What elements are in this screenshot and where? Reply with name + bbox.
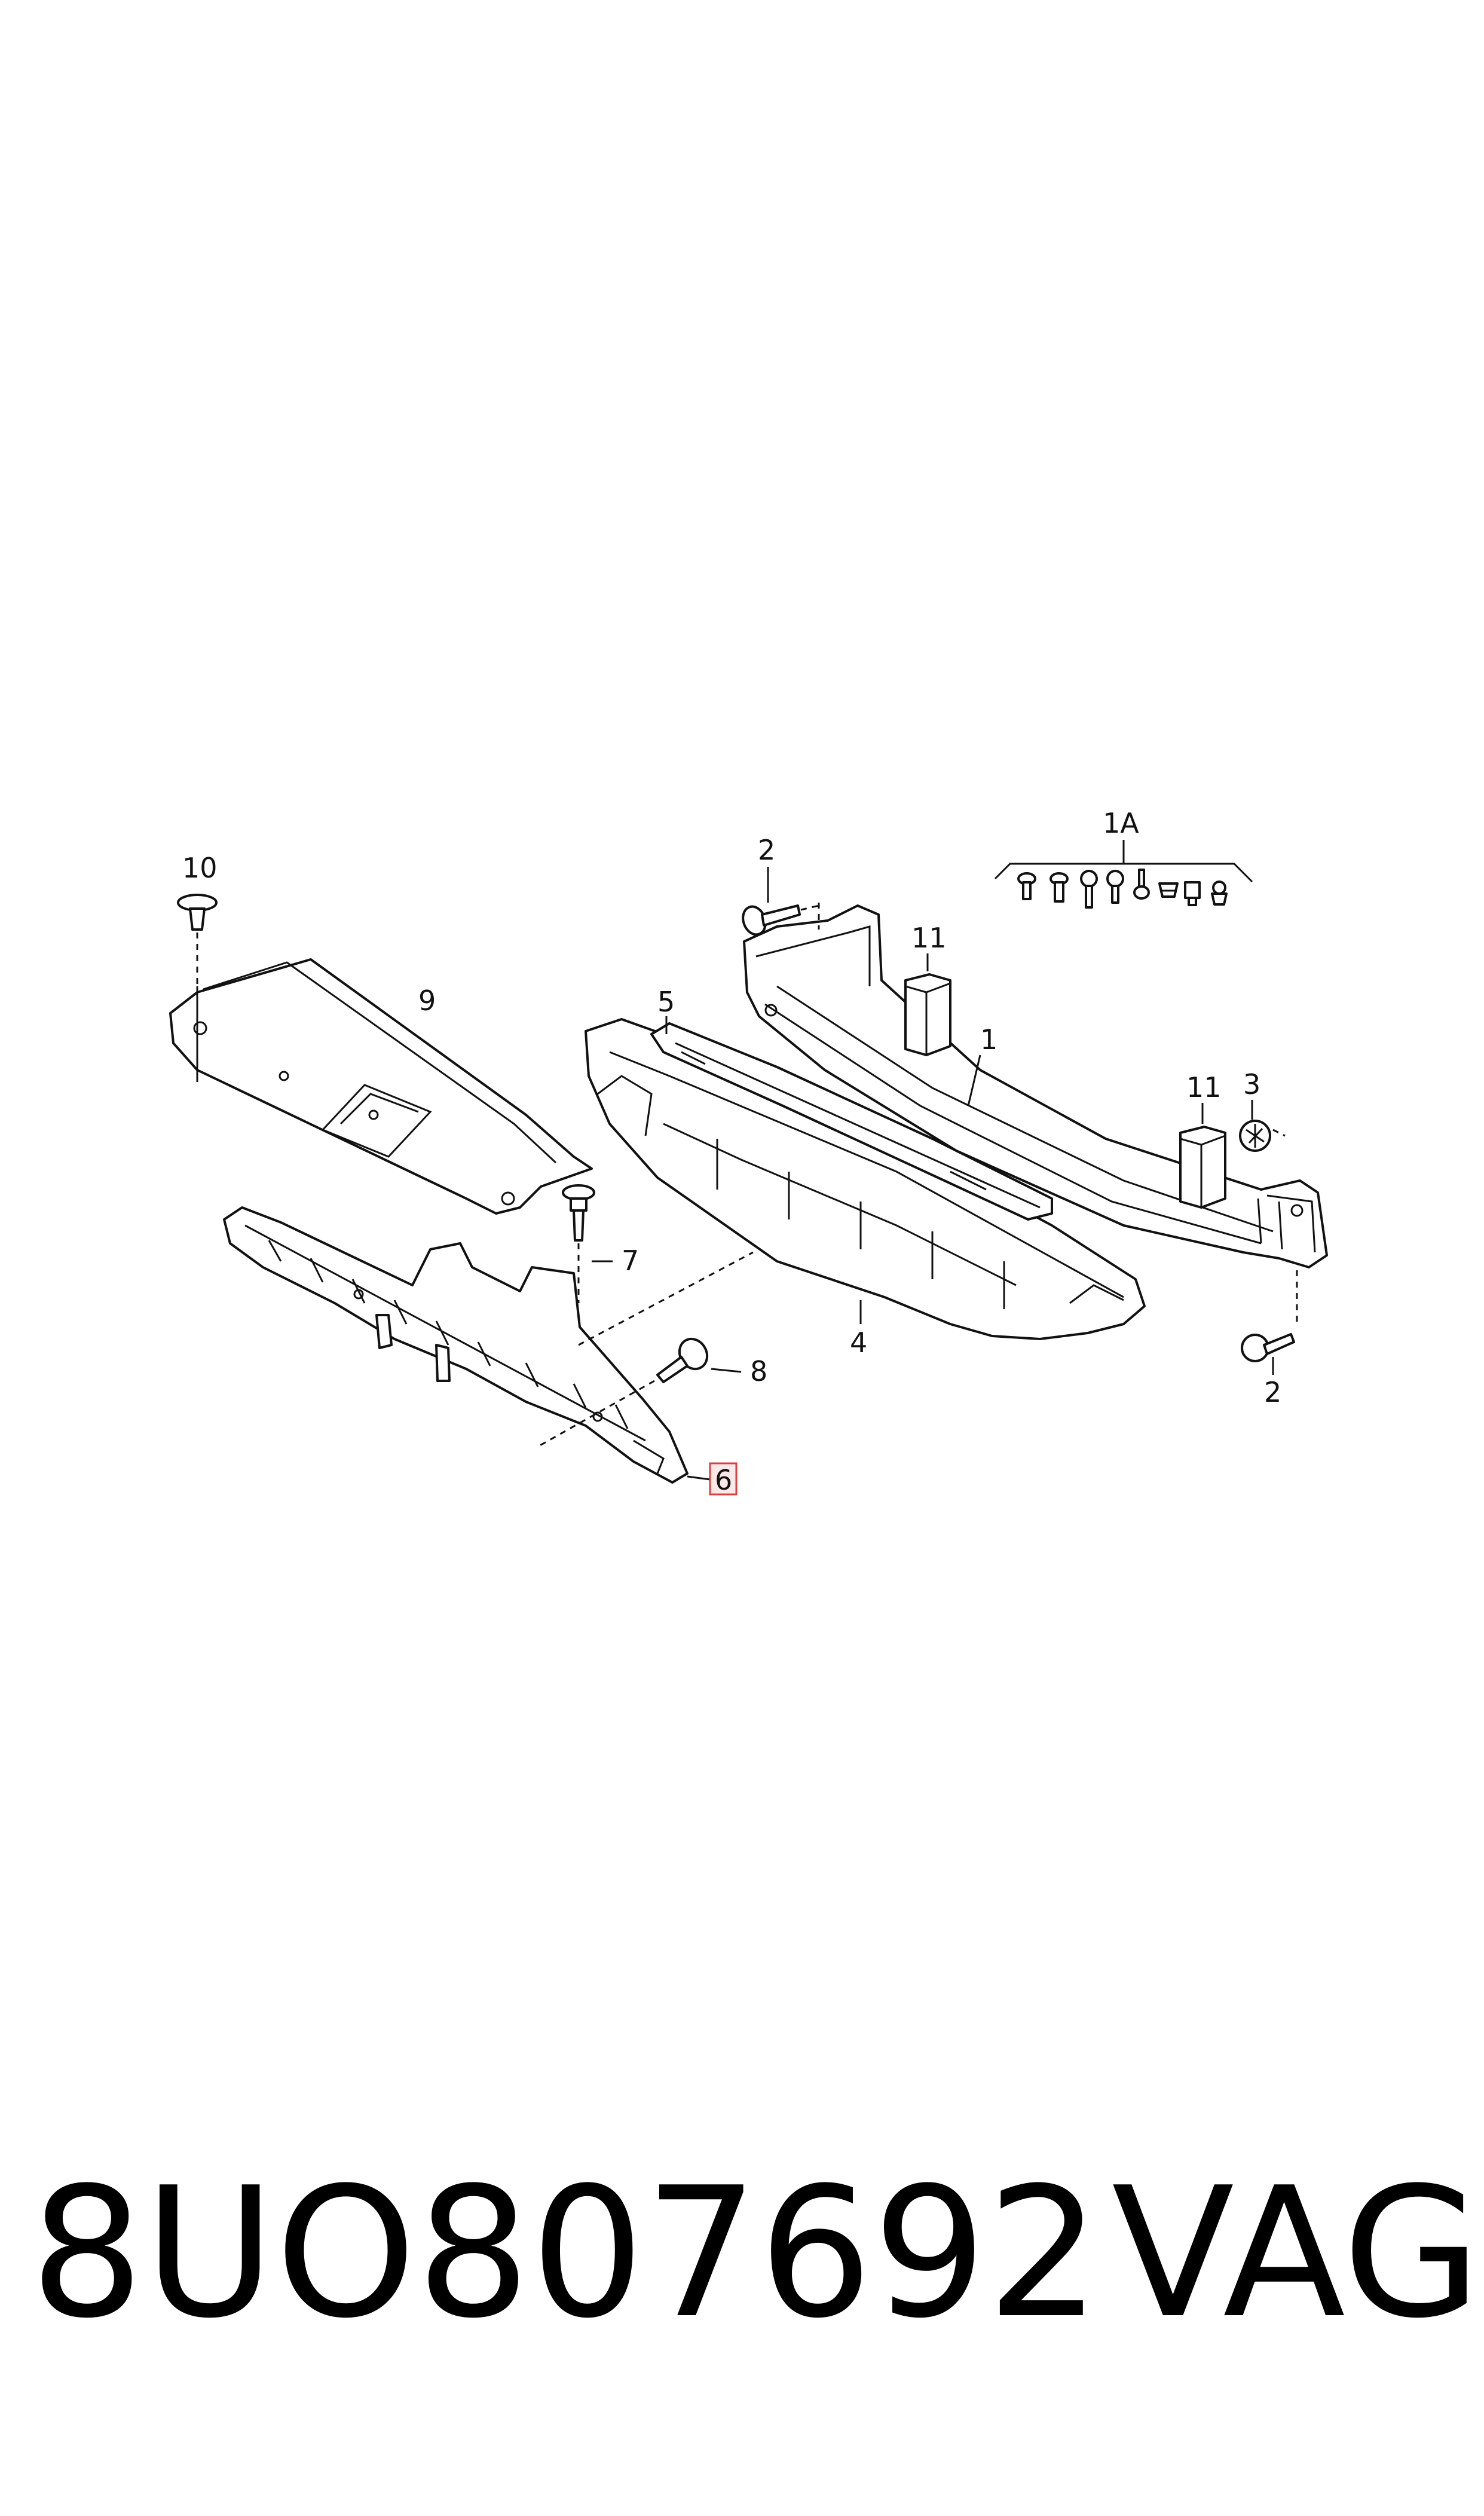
callout-7: 7: [622, 1245, 639, 1277]
pad-part-11-left: [904, 953, 951, 1056]
bolt-part-2-top: [742, 867, 819, 936]
pad-part-11-right: [1179, 1103, 1226, 1209]
callout-6: 6: [715, 1464, 732, 1496]
part-number: 8UO807692: [30, 2149, 1101, 2358]
clip-part-10: [177, 894, 218, 986]
screw-part-8: [537, 1337, 709, 1448]
absorber-strip-part-5: [650, 1016, 1053, 1221]
bolt-part-7: [562, 1184, 754, 1346]
lower-bracket-part-6: [223, 1206, 689, 1484]
callout-1a: 1A: [1103, 807, 1139, 839]
callout-2-bottom: 2: [1264, 1376, 1281, 1408]
callout-1: 1: [980, 1023, 998, 1056]
fastener-kit-part-1a: [994, 840, 1253, 909]
callout-8: 8: [750, 1355, 767, 1387]
brand-name: VAG: [1112, 2149, 1482, 2358]
callout-labels: 10 9 7 8 5 4 2 2 1 1A 3 11 11: [182, 807, 1281, 1408]
callout-2-top: 2: [758, 834, 775, 866]
air-guide-panel-part-9: [169, 958, 593, 1215]
callout-4: 4: [850, 1326, 867, 1359]
parts-diagram: 10 9 7 8 5 4 2 2 1 1A 3 11 11 6: [169, 807, 1328, 1496]
part-number-caption: 8UO807692 VAG: [30, 2149, 1481, 2358]
callout-9: 9: [418, 985, 436, 1017]
callout-3: 3: [1243, 1068, 1260, 1100]
clip-nut-part-3: [1239, 1100, 1286, 1152]
callout-5: 5: [657, 986, 675, 1018]
callout-11-right: 11: [1186, 1071, 1222, 1103]
callout-10: 10: [182, 852, 218, 884]
energy-absorber-part-4: [585, 1018, 1146, 1340]
bolt-part-2-bottom: [1241, 1333, 1295, 1375]
callout-6-highlight: 6: [687, 1462, 738, 1496]
callout-11-left: 11: [911, 922, 947, 954]
